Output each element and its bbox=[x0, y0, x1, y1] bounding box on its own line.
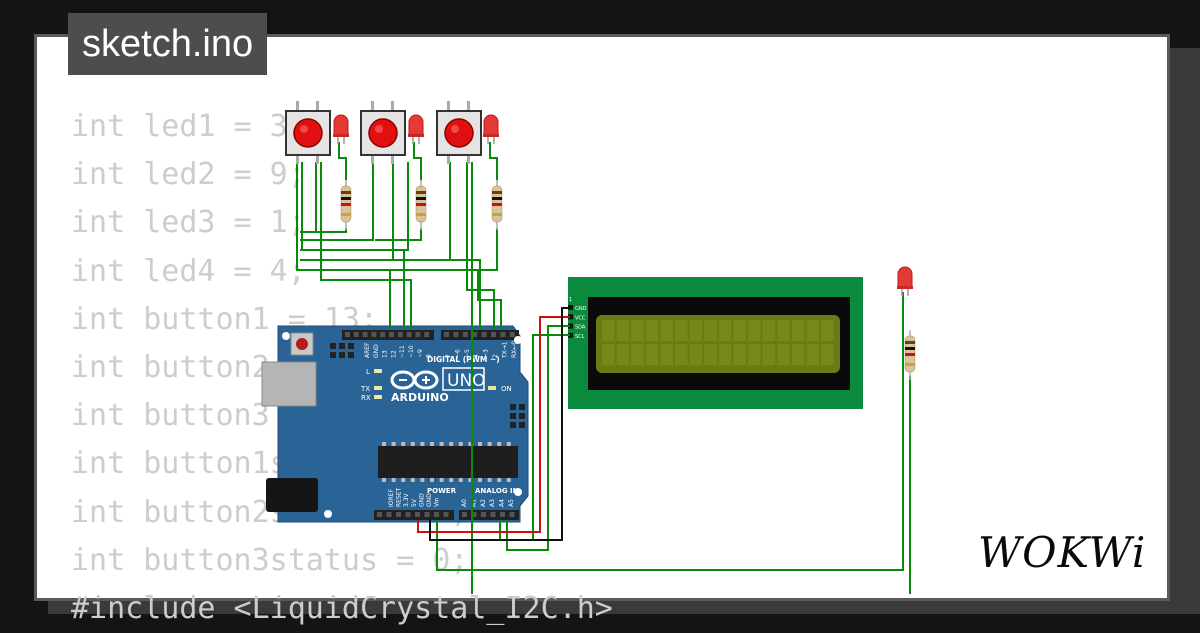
lcd-pin-label: SCL bbox=[575, 334, 585, 340]
resistor[interactable] bbox=[491, 180, 503, 230]
led-label-l: L bbox=[366, 368, 370, 376]
bottom-pin-label: RESET bbox=[396, 487, 403, 507]
board-model: UNO bbox=[447, 371, 486, 391]
resistor[interactable] bbox=[904, 330, 916, 380]
bottom-pin-label: Vin bbox=[434, 497, 441, 507]
code-line: int led4 = 4; bbox=[71, 253, 306, 289]
analog-header-label: ANALOG IN bbox=[475, 487, 519, 495]
wokwi-logo-text: WOKWi bbox=[978, 528, 1146, 577]
lcd1602-display[interactable]: 1 GND VCC SDA SCL bbox=[568, 277, 863, 409]
digital-header-right bbox=[441, 330, 519, 340]
bottom-pin-label: GND bbox=[418, 493, 425, 507]
resistor[interactable] bbox=[415, 180, 427, 230]
black-wire bbox=[429, 307, 570, 541]
top-pin-label: ~5 bbox=[464, 349, 471, 358]
bottom-pin-label: A5 bbox=[508, 499, 515, 507]
pushbutton[interactable] bbox=[285, 101, 331, 164]
digital-header-left bbox=[342, 330, 434, 340]
pushbutton[interactable] bbox=[360, 101, 406, 164]
top-pin-label: ~11 bbox=[399, 345, 406, 358]
top-pin-label: ~6 bbox=[454, 349, 461, 358]
top-pin-label: 13 bbox=[382, 350, 389, 358]
bottom-pin-label: A1 bbox=[470, 499, 477, 507]
pushbutton[interactable] bbox=[436, 101, 482, 164]
resistor[interactable] bbox=[340, 180, 352, 230]
top-pin-label: ~9 bbox=[417, 349, 424, 358]
power-header bbox=[374, 510, 454, 520]
led-label-rx: RX bbox=[361, 394, 371, 402]
digital-header-label: DIGITAL (PWM ~) bbox=[427, 355, 500, 364]
red-led[interactable] bbox=[333, 114, 349, 144]
top-pin-label: AREF bbox=[364, 342, 371, 358]
lcd-pin-label: GND bbox=[575, 306, 587, 312]
red-led[interactable] bbox=[408, 114, 424, 144]
lcd-pin-label: SDA bbox=[575, 325, 586, 331]
top-pin-label: 7 bbox=[445, 354, 452, 358]
red-led[interactable] bbox=[897, 266, 913, 296]
green-wires bbox=[296, 142, 911, 594]
bottom-pin-label: IOREF bbox=[388, 489, 395, 507]
top-pin-label: ~3 bbox=[483, 349, 490, 358]
atmega-chip bbox=[378, 446, 518, 478]
arduino-infinity-icon bbox=[390, 370, 439, 390]
power-jack bbox=[266, 478, 318, 512]
top-pin-label: TX→1 bbox=[501, 341, 508, 359]
arduino-brand: ARDUINO bbox=[391, 391, 449, 404]
power-header-label: POWER bbox=[427, 487, 457, 495]
lcd-pin1-label: 1 bbox=[569, 297, 572, 303]
top-pin-label: 4 bbox=[473, 354, 480, 358]
on-label: ON bbox=[501, 385, 512, 393]
led-label-tx: TX bbox=[360, 385, 370, 393]
top-pin-label: 12 bbox=[390, 350, 397, 358]
bottom-pin-label: GND bbox=[426, 493, 433, 507]
usb-port bbox=[261, 361, 317, 407]
bottom-pin-label: A3 bbox=[489, 499, 496, 507]
analog-header bbox=[459, 510, 519, 520]
bottom-pin-label: A4 bbox=[499, 499, 506, 507]
bottom-pin-label: 5V bbox=[411, 498, 418, 507]
top-pin-label: 2 bbox=[492, 354, 499, 358]
top-pin-label: GND bbox=[373, 344, 380, 358]
bottom-pin-label: A0 bbox=[461, 499, 468, 507]
top-pin-label: ~10 bbox=[408, 345, 415, 358]
top-pin-label: RX←0 bbox=[511, 341, 518, 358]
top-pin-label: 8 bbox=[426, 354, 433, 358]
code-line: int button3status = 0; bbox=[71, 542, 469, 578]
red-led[interactable] bbox=[483, 114, 499, 144]
red-wire bbox=[417, 316, 570, 533]
bottom-pin-label: A2 bbox=[480, 499, 487, 507]
code-line: int led2 = 9; bbox=[71, 157, 306, 193]
code-line: #include <LiquidCrystal_I2C.h> bbox=[71, 590, 613, 626]
wokwi-logo: WOKWi bbox=[978, 528, 1146, 577]
bottom-pin-label: 3.3V bbox=[403, 492, 410, 507]
sketch-filename-title: sketch.ino bbox=[68, 13, 268, 75]
code-line: int led3 = 1; bbox=[71, 205, 306, 241]
lcd-pin-label: VCC bbox=[575, 315, 586, 321]
